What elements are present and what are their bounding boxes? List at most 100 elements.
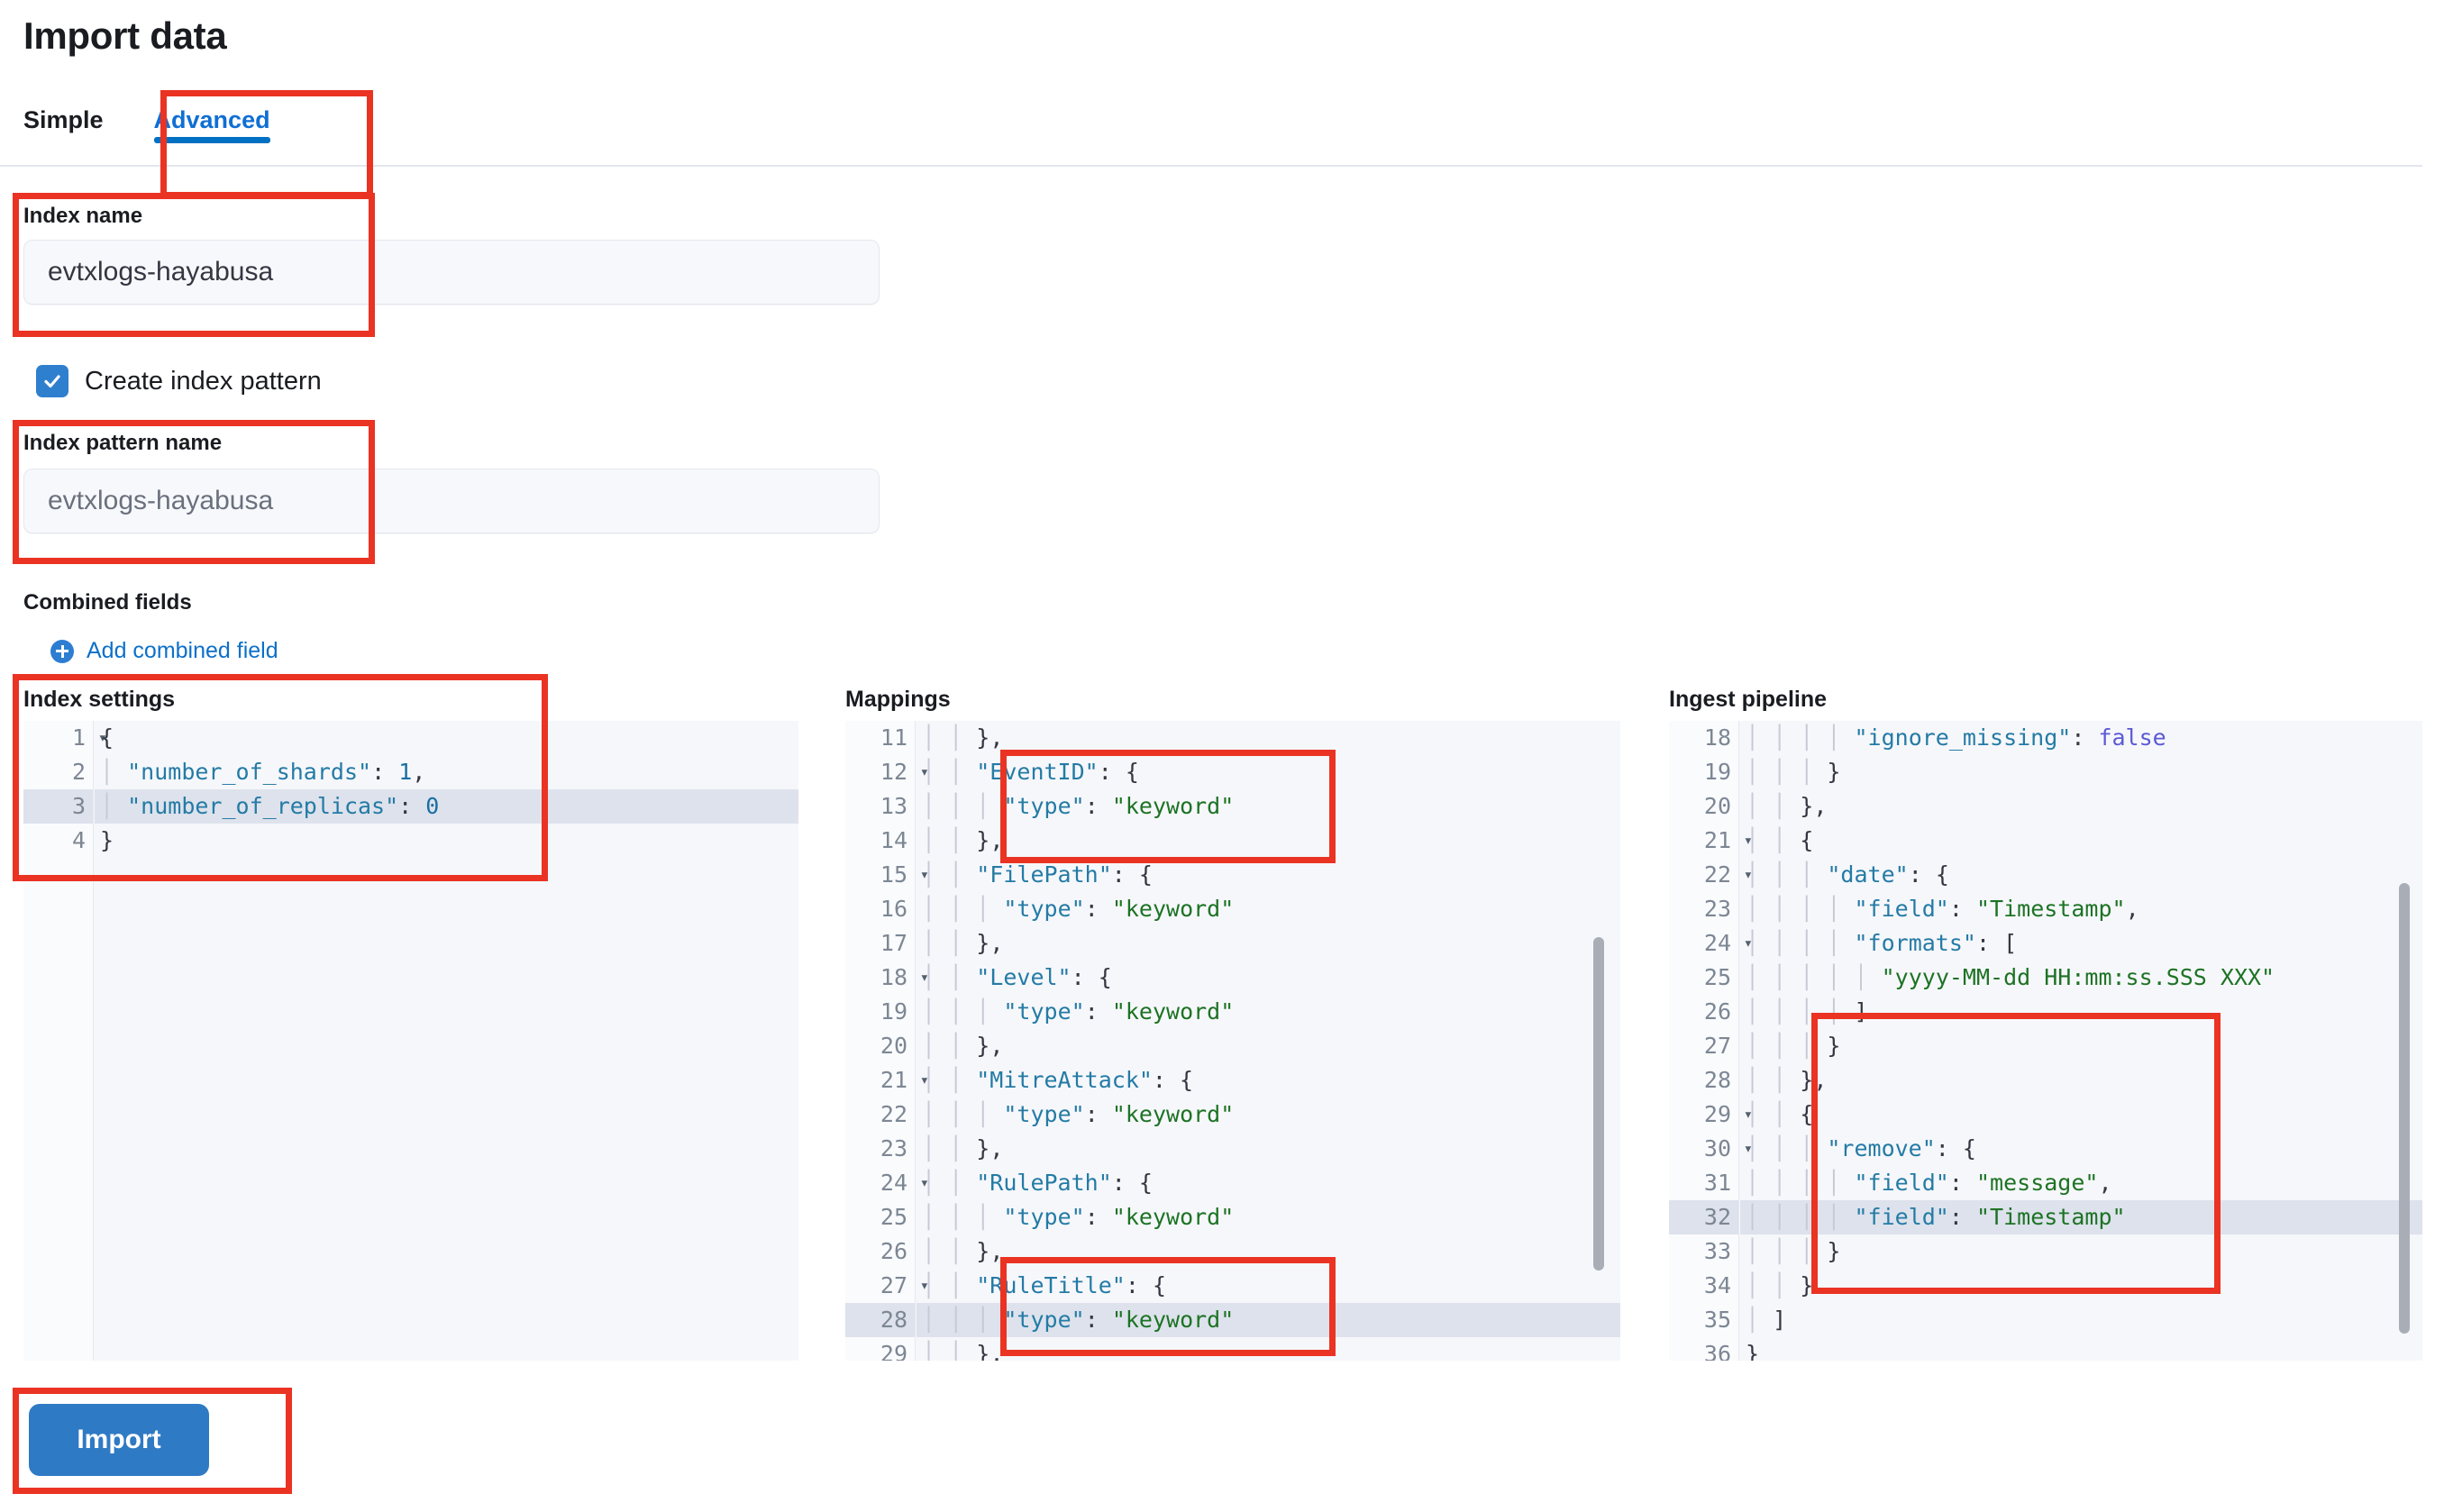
add-combined-field-label: Add combined field (87, 638, 278, 663)
index-name-input[interactable]: evtxlogs-hayabusa (23, 240, 880, 305)
index-pattern-name-input[interactable]: evtxlogs-hayabusa (23, 469, 880, 533)
line-number: 34 (1703, 1272, 1731, 1298)
code-line[interactable]: │ │ │ "remove": { (1746, 1135, 1976, 1161)
fold-arrow-icon[interactable]: ▾ (1743, 1106, 1753, 1124)
fold-arrow-icon[interactable]: ▾ (919, 1277, 929, 1295)
code-line[interactable]: │ │ │ "type": "keyword" (922, 1101, 1235, 1127)
fold-arrow-icon[interactable]: ▾ (1743, 866, 1753, 884)
line-number: 29 (880, 1341, 907, 1361)
fold-arrow-icon[interactable]: ▾ (919, 1071, 929, 1089)
code-line[interactable]: │ │ { (1746, 1101, 1814, 1127)
code-line[interactable]: │ │ "RuleTitle": { (922, 1272, 1167, 1298)
code-line[interactable]: │ │ │ │ "field": "message", (1746, 1170, 2112, 1196)
index-pattern-name-label: Index pattern name (23, 431, 223, 455)
code-line[interactable]: │ │ }, (922, 1341, 1004, 1361)
fold-arrow-icon[interactable]: ▾ (1743, 934, 1753, 952)
line-number: 17 (880, 930, 907, 956)
line-number: 18 (1703, 724, 1731, 751)
line-number: 4 (71, 827, 86, 853)
plus-circle-icon (50, 639, 74, 663)
code-line[interactable]: │ │ │ } (1746, 759, 1841, 785)
code-line[interactable]: │ │ "MitreAttack": { (922, 1067, 1194, 1093)
code-line[interactable]: │ "number_of_shards": 1, (100, 759, 426, 785)
line-number: 16 (880, 896, 907, 922)
code-line[interactable]: │ │ }, (922, 827, 1004, 853)
tab-advanced[interactable]: Advanced (131, 99, 294, 154)
code-line[interactable]: │ │ │ "type": "keyword" (922, 1204, 1235, 1230)
code-line[interactable]: │ │ } (1746, 1272, 1814, 1298)
fold-arrow-icon[interactable]: ▾ (97, 729, 107, 747)
code-line[interactable]: │ │ │ │ │ "yyyy-MM-dd HH:mm:ss.SSS XXX" (1746, 964, 2275, 990)
code-line[interactable]: │ │ "Level": { (922, 964, 1112, 990)
create-index-pattern-label: Create index pattern (85, 366, 322, 396)
code-line[interactable]: │ │ │ } (1746, 1238, 1841, 1264)
fold-arrow-icon[interactable]: ▾ (919, 763, 929, 781)
ingest-pipeline-scrollbar[interactable] (2399, 883, 2410, 1334)
code-line[interactable]: │ ] (1746, 1307, 1787, 1333)
code-line[interactable]: │ │ }, (1746, 1067, 1828, 1093)
code-line[interactable]: │ │ │ │ "formats": [ (1746, 930, 2018, 956)
ingest-pipeline-title: Ingest pipeline (1669, 687, 1828, 712)
code-line[interactable]: │ │ }, (922, 1135, 1004, 1161)
checkbox-checked-icon[interactable] (36, 365, 68, 397)
code-line[interactable]: │ │ │ "type": "keyword" (922, 896, 1235, 922)
page-title: Import data (23, 14, 227, 57)
code-line[interactable]: │ │ │ │ "ignore_missing": false (1746, 724, 2166, 751)
line-number: 26 (880, 1238, 907, 1264)
line-number: 18▾ (845, 961, 929, 995)
code-line[interactable]: │ │ }, (922, 1238, 1004, 1264)
code-line[interactable]: │ │ │ "type": "keyword" (916, 1303, 1620, 1337)
line-number: 20 (1703, 793, 1731, 819)
code-line[interactable]: │ │ }, (1746, 793, 1828, 819)
mappings-scrollbar[interactable] (1593, 937, 1604, 1271)
index-name-label: Index name (23, 204, 143, 228)
line-number: 19 (1703, 759, 1731, 785)
code-line[interactable]: } (1746, 1341, 1760, 1361)
line-number: 11 (880, 724, 907, 751)
line-number: 28 (845, 1303, 915, 1337)
line-number: 24▾ (1669, 926, 1753, 961)
create-index-pattern-row[interactable]: Create index pattern (36, 365, 322, 397)
fold-arrow-icon[interactable]: ▾ (919, 969, 929, 987)
code-line[interactable]: │ │ }, (922, 724, 1004, 751)
tab-simple[interactable]: Simple (23, 106, 104, 133)
line-number: 23 (880, 1135, 907, 1161)
line-number: 25 (880, 1204, 907, 1230)
fold-arrow-icon[interactable]: ▾ (1743, 832, 1753, 850)
code-line[interactable]: │ │ │ │ "field": "Timestamp", (1746, 896, 2139, 922)
code-line[interactable]: │ │ │ "date": { (1746, 861, 1949, 888)
add-combined-field-button[interactable]: Add combined field (50, 638, 278, 664)
fold-arrow-icon[interactable]: ▾ (919, 866, 929, 884)
mappings-title: Mappings (845, 687, 951, 712)
line-number: 23 (1703, 896, 1731, 922)
code-line[interactable]: │ │ │ │ "field": "Timestamp" (1740, 1200, 2422, 1234)
fold-arrow-icon[interactable]: ▾ (919, 1174, 929, 1192)
code-line[interactable]: │ │ "EventID": { (922, 759, 1139, 785)
code-line[interactable]: │ │ "RulePath": { (922, 1170, 1153, 1196)
mappings-code[interactable]: │ │ }, │ │ "EventID": { │ │ │ "type": "key… (916, 721, 1620, 1361)
line-number: 21▾ (1669, 824, 1753, 858)
code-line[interactable]: │ │ │ "type": "keyword" (922, 998, 1235, 1025)
ingest-pipeline-code[interactable]: │ │ │ │ "ignore_missing": false │ │ │ } │ … (1740, 721, 2422, 1361)
import-button[interactable]: Import (29, 1404, 209, 1476)
code-line[interactable]: │ │ { (1746, 827, 1814, 853)
code-line[interactable]: │ │ │ } (1746, 1033, 1841, 1059)
index-settings-title: Index settings (23, 687, 176, 712)
code-line[interactable]: │ │ }, (922, 930, 1004, 956)
code-line[interactable]: { (100, 724, 114, 751)
fold-arrow-icon[interactable]: ▾ (1743, 1140, 1753, 1158)
code-line[interactable]: │ │ "FilePath": { (922, 861, 1153, 888)
code-line[interactable]: } (100, 827, 114, 853)
index-settings-code[interactable]: { │ "number_of_shards": 1, │ "number_of_re… (95, 721, 798, 1361)
code-line[interactable]: │ │ }, (922, 1033, 1004, 1059)
code-line[interactable]: │ │ │ │ ] (1746, 998, 1868, 1025)
code-line[interactable]: │ │ │ "type": "keyword" (922, 793, 1235, 819)
line-number: 12▾ (845, 755, 929, 789)
line-number: 28 (1703, 1067, 1731, 1093)
code-line[interactable]: │ "number_of_replicas": 0 (95, 789, 798, 824)
